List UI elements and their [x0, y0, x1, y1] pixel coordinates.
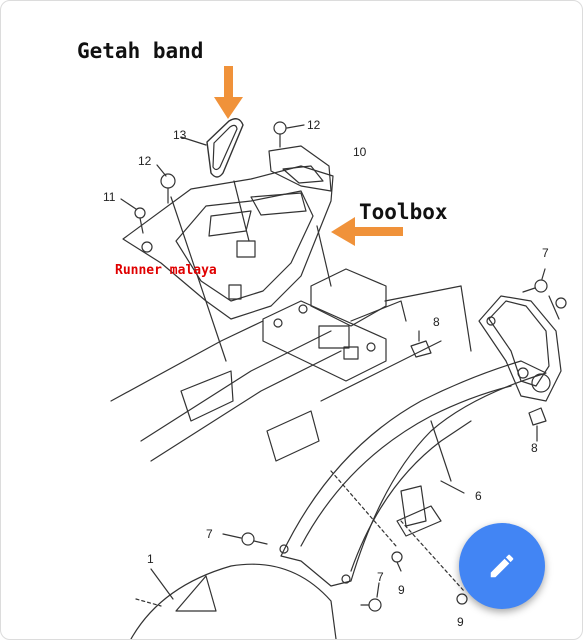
fasteners-bottom: [222, 532, 468, 612]
part-number: 12: [138, 154, 152, 168]
pencil-edit-icon: [490, 554, 514, 578]
part-number: 6: [475, 489, 482, 503]
side-bracket: [478, 295, 562, 402]
guide-lines: [330, 470, 465, 592]
part-number: 11: [103, 190, 116, 204]
toolbox-tray-part: [122, 145, 334, 362]
watermark-text: Runner malaya: [115, 263, 217, 278]
getah-band-arrow: [214, 66, 243, 119]
rear-fender-part: [279, 360, 547, 587]
getah-band-annotation: Getah band: [77, 39, 204, 63]
part-number: 8: [433, 315, 440, 329]
part-number: 7: [206, 527, 213, 541]
mud-flap-part: [130, 563, 337, 639]
part-number: 9: [457, 615, 464, 629]
edit-fab-button[interactable]: [459, 523, 545, 609]
fasteners-right: [410, 268, 567, 442]
toolbox-annotation: Toolbox: [359, 200, 448, 224]
part-number: 13: [173, 128, 187, 142]
toolbox-arrow: [331, 217, 403, 246]
part-number: 1: [147, 552, 154, 566]
part-number: 9: [398, 583, 405, 597]
part-number: 12: [307, 118, 321, 132]
part-number: 10: [353, 145, 367, 159]
part-number: 8: [531, 441, 538, 455]
rubber-band-part: [180, 118, 244, 178]
part-number: 7: [377, 570, 384, 584]
bolts: [120, 121, 305, 234]
part-number: 7: [542, 246, 549, 260]
frame-assembly: [110, 268, 472, 462]
